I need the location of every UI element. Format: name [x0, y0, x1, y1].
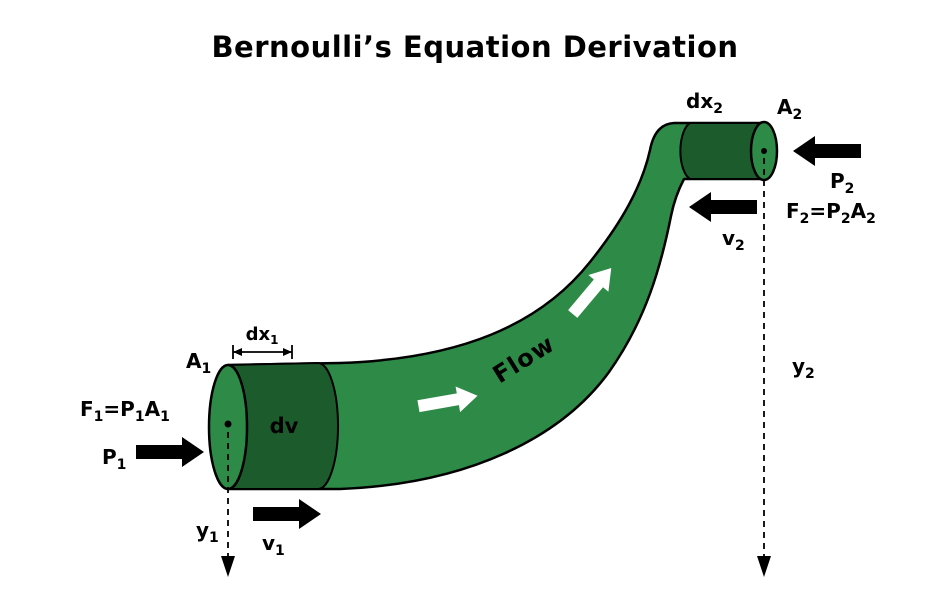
dv-label: dv: [270, 414, 299, 438]
y2-label: y2: [792, 354, 815, 382]
p1-force-arrow-icon: [136, 437, 204, 467]
f2-equation-label: F2=P2A2: [786, 199, 876, 227]
v1-label: v1: [262, 531, 285, 559]
dx1-label: dx1: [246, 324, 279, 347]
pipe-body: [226, 121, 766, 491]
dx1-right-arrowhead-icon: [283, 348, 292, 356]
y2-datum-arrowhead-icon: [757, 556, 771, 577]
p1-label: P1: [102, 445, 126, 473]
page-title: Bernoulli’s Equation Derivation: [211, 30, 738, 64]
v2-label: v2: [722, 226, 745, 254]
p2-force-arrow-icon: [793, 136, 861, 166]
y1-datum-arrowhead-icon: [221, 556, 235, 577]
dx1-dimension: dx1: [232, 324, 293, 359]
outlet-center-dot: [761, 148, 767, 154]
f1-equation-label: F1=P1A1: [80, 397, 170, 425]
a2-label: A2: [777, 95, 802, 123]
v1-velocity-arrow-icon: [253, 499, 321, 529]
p2-label: P2: [830, 169, 854, 197]
flow-arrow-icon: [417, 386, 478, 413]
dx1-left-arrowhead-icon: [233, 348, 242, 356]
dx2-label: dx2: [686, 89, 723, 117]
y1-label: y1: [196, 518, 219, 546]
inlet-center-dot: [224, 420, 232, 428]
v2-velocity-arrow-icon: [689, 192, 757, 222]
flow-arrow-icon: [568, 268, 612, 318]
a1-label: A1: [186, 349, 211, 377]
fluid-element-outlet: [679, 122, 765, 180]
